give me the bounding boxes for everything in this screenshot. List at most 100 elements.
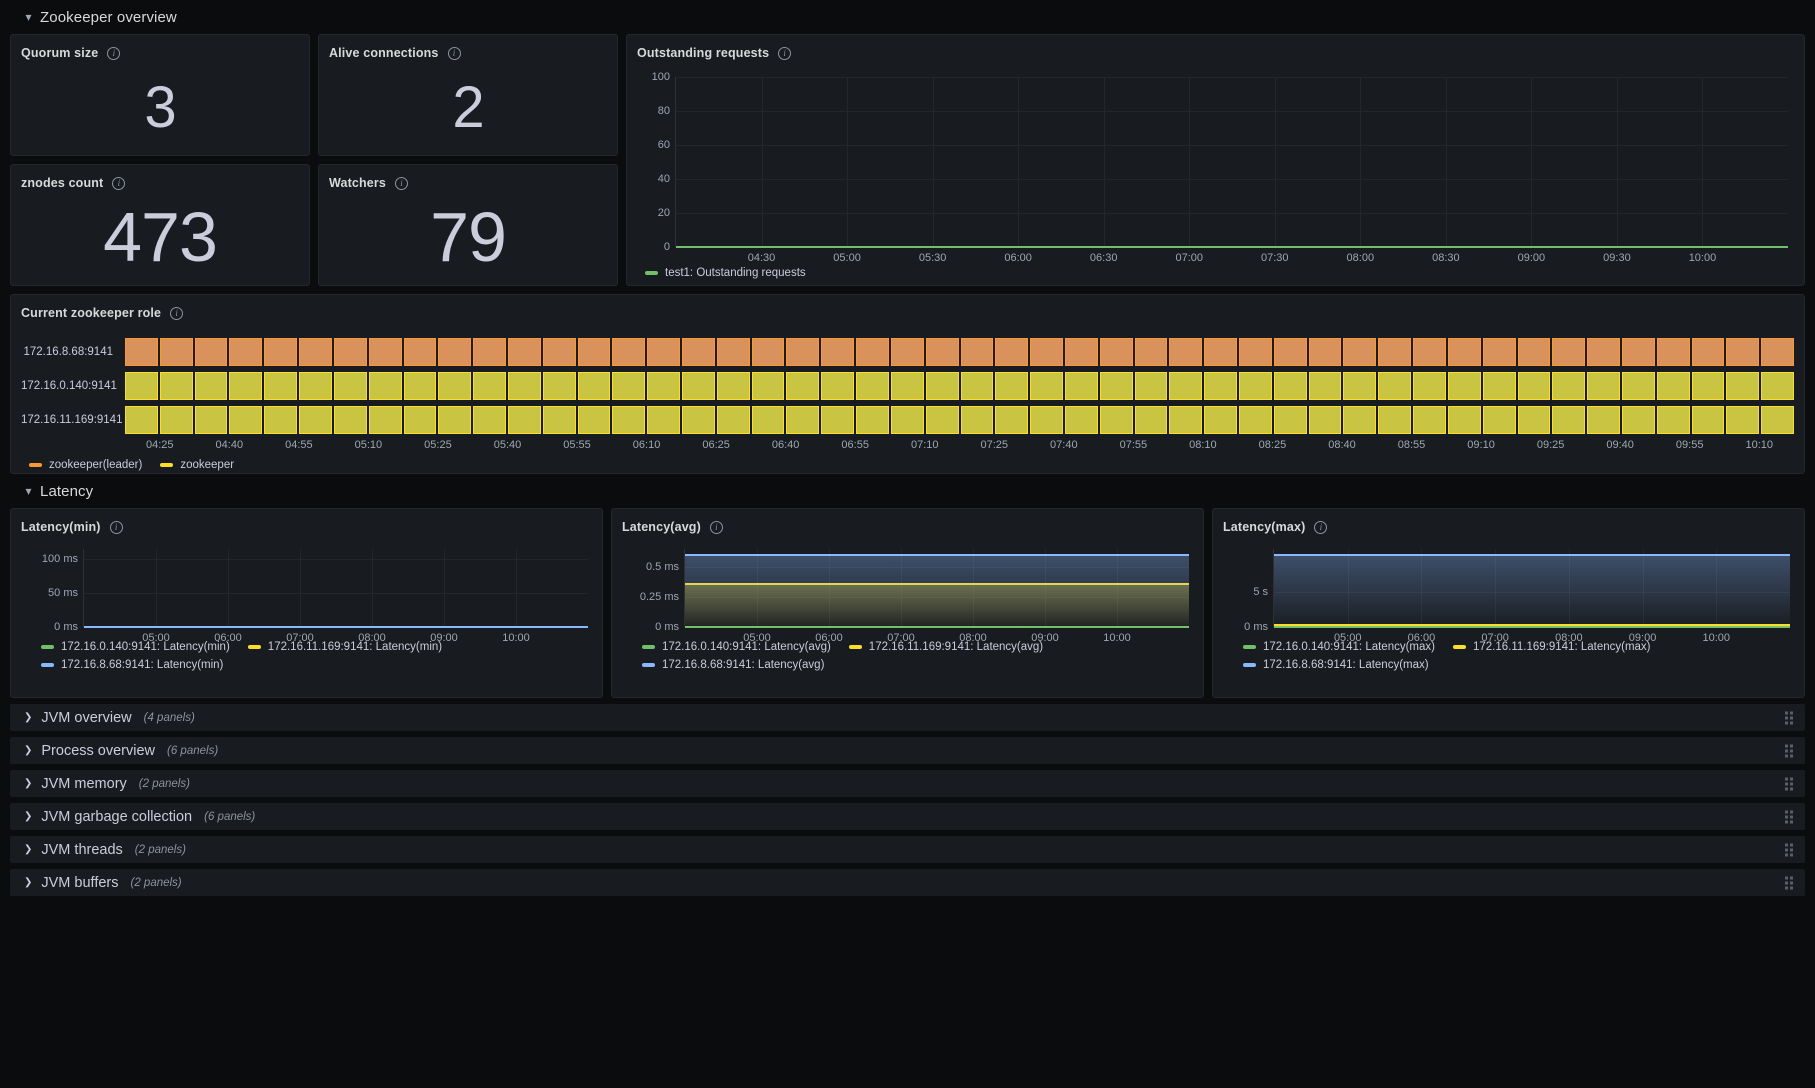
timeline-cell[interactable] xyxy=(786,406,820,434)
timeline-cell[interactable] xyxy=(1099,372,1133,400)
timeline-cell[interactable] xyxy=(1134,338,1168,366)
timeline-cell[interactable] xyxy=(821,338,855,366)
panel-current-zookeeper-role[interactable]: Current zookeeper role i 172.16.8.68:914… xyxy=(10,294,1805,474)
timeline-cell[interactable] xyxy=(194,372,228,400)
timeline-cell[interactable] xyxy=(403,406,437,434)
timeline-cell[interactable] xyxy=(786,338,820,366)
timeline-cell[interactable] xyxy=(438,372,472,400)
timeline-cell[interactable] xyxy=(507,372,541,400)
timeline-cell[interactable] xyxy=(1447,338,1481,366)
timeline-cell[interactable] xyxy=(125,372,158,400)
legend-item[interactable]: 172.16.8.68:9141: Latency(avg) xyxy=(642,659,824,671)
legend-item[interactable]: 172.16.8.68:9141: Latency(min) xyxy=(41,659,223,671)
timeline-cell[interactable] xyxy=(1656,372,1690,400)
row-header-zookeeper-overview[interactable]: ▾ Zookeeper overview xyxy=(10,0,1805,34)
collapsed-row-jvm-overview[interactable]: ❯JVM overview(4 panels) xyxy=(10,704,1805,731)
timeline-cell[interactable] xyxy=(333,406,367,434)
timeline-cell[interactable] xyxy=(821,406,855,434)
timeline-cell[interactable] xyxy=(1273,338,1307,366)
timeline-cell[interactable] xyxy=(264,338,298,366)
timeline-cell[interactable] xyxy=(1552,406,1586,434)
timeline-cell[interactable] xyxy=(1517,372,1551,400)
info-icon[interactable]: i xyxy=(107,46,121,60)
panel-alive-connections[interactable]: Alive connections i 2 xyxy=(318,34,618,156)
legend-item[interactable]: 172.16.11.169:9141: Latency(avg) xyxy=(848,641,1043,653)
collapsed-row-process-overview[interactable]: ❯Process overview(6 panels) xyxy=(10,737,1805,764)
timeline-cell[interactable] xyxy=(960,372,994,400)
timeline-cell[interactable] xyxy=(368,372,402,400)
timeline-cell[interactable] xyxy=(1517,338,1551,366)
timeline-cell[interactable] xyxy=(856,406,889,434)
info-icon[interactable]: i xyxy=(109,520,123,534)
timeline-cell[interactable] xyxy=(264,372,298,400)
legend-item[interactable]: 172.16.0.140:9141: Latency(avg) xyxy=(642,641,831,653)
legend-item[interactable]: 172.16.0.140:9141: Latency(min) xyxy=(41,641,230,653)
timeline-cell[interactable] xyxy=(890,372,924,400)
timeline-cell[interactable] xyxy=(1691,338,1725,366)
timeline-cell[interactable] xyxy=(125,406,158,434)
timeline-cell[interactable] xyxy=(577,406,611,434)
timeline-cell[interactable] xyxy=(612,338,646,366)
timeline-cell[interactable] xyxy=(1308,406,1342,434)
timeline-cell[interactable] xyxy=(647,406,680,434)
drag-handle-icon[interactable] xyxy=(1785,843,1793,856)
timeline-cell[interactable] xyxy=(925,406,959,434)
panel-quorum-size[interactable]: Quorum size i 3 xyxy=(10,34,310,156)
timeline-cell[interactable] xyxy=(1587,406,1620,434)
timeline-cell[interactable] xyxy=(1726,338,1760,366)
timeline-cell[interactable] xyxy=(716,372,750,400)
timeline-cell[interactable] xyxy=(1552,372,1586,400)
timeline-cell[interactable] xyxy=(438,406,472,434)
timeline-cell[interactable] xyxy=(1169,338,1203,366)
timeline-cell[interactable] xyxy=(1691,406,1725,434)
timeline-cell[interactable] xyxy=(821,372,855,400)
timeline-cell[interactable] xyxy=(1343,372,1377,400)
info-icon[interactable]: i xyxy=(778,46,792,60)
timeline-cell[interactable] xyxy=(1169,406,1203,434)
timeline-cell[interactable] xyxy=(1482,338,1516,366)
timeline-cell[interactable] xyxy=(1656,338,1690,366)
timeline-cell[interactable] xyxy=(229,338,263,366)
timeline-cell[interactable] xyxy=(890,338,924,366)
timeline-cell[interactable] xyxy=(1064,372,1098,400)
timeline-cell[interactable] xyxy=(1413,406,1446,434)
timeline-cell[interactable] xyxy=(1099,338,1133,366)
timeline-cell[interactable] xyxy=(612,372,646,400)
timeline-cell[interactable] xyxy=(716,406,750,434)
timeline-cell[interactable] xyxy=(890,406,924,434)
timeline-cell[interactable] xyxy=(1134,406,1168,434)
timeline-cell[interactable] xyxy=(1413,372,1446,400)
timeline-cell[interactable] xyxy=(1064,338,1098,366)
timeline-cell[interactable] xyxy=(1378,338,1412,366)
timeline-cell[interactable] xyxy=(507,338,541,366)
timeline-cell[interactable] xyxy=(368,406,402,434)
timeline-cell[interactable] xyxy=(1621,372,1655,400)
panel-watchers[interactable]: Watchers i 79 xyxy=(318,164,618,286)
timeline-cell[interactable] xyxy=(159,372,193,400)
legend-item[interactable]: 172.16.8.68:9141: Latency(max) xyxy=(1243,659,1429,671)
timeline-cell[interactable] xyxy=(125,338,158,366)
timeline-cell[interactable] xyxy=(856,338,889,366)
timeline-cell[interactable] xyxy=(1030,338,1063,366)
info-icon[interactable]: i xyxy=(170,306,184,320)
timeline-cell[interactable] xyxy=(1099,406,1133,434)
timeline-cell[interactable] xyxy=(229,372,263,400)
info-icon[interactable]: i xyxy=(1314,520,1328,534)
timeline-cell[interactable] xyxy=(1552,338,1586,366)
collapsed-row-jvm-buffers[interactable]: ❯JVM buffers(2 panels) xyxy=(10,869,1805,896)
timeline-cell[interactable] xyxy=(542,338,576,366)
timeline-cell[interactable] xyxy=(1239,372,1272,400)
drag-handle-icon[interactable] xyxy=(1785,777,1793,790)
timeline-cell[interactable] xyxy=(1204,372,1237,400)
timeline-cell[interactable] xyxy=(716,338,750,366)
timeline-cell[interactable] xyxy=(1587,372,1620,400)
drag-handle-icon[interactable] xyxy=(1785,810,1793,823)
timeline-cell[interactable] xyxy=(1343,406,1377,434)
timeline-cell[interactable] xyxy=(856,372,889,400)
collapsed-row-jvm-memory[interactable]: ❯JVM memory(2 panels) xyxy=(10,770,1805,797)
timeline-cell[interactable] xyxy=(647,372,680,400)
timeline-cell[interactable] xyxy=(1169,372,1203,400)
timeline-cell[interactable] xyxy=(159,406,193,434)
